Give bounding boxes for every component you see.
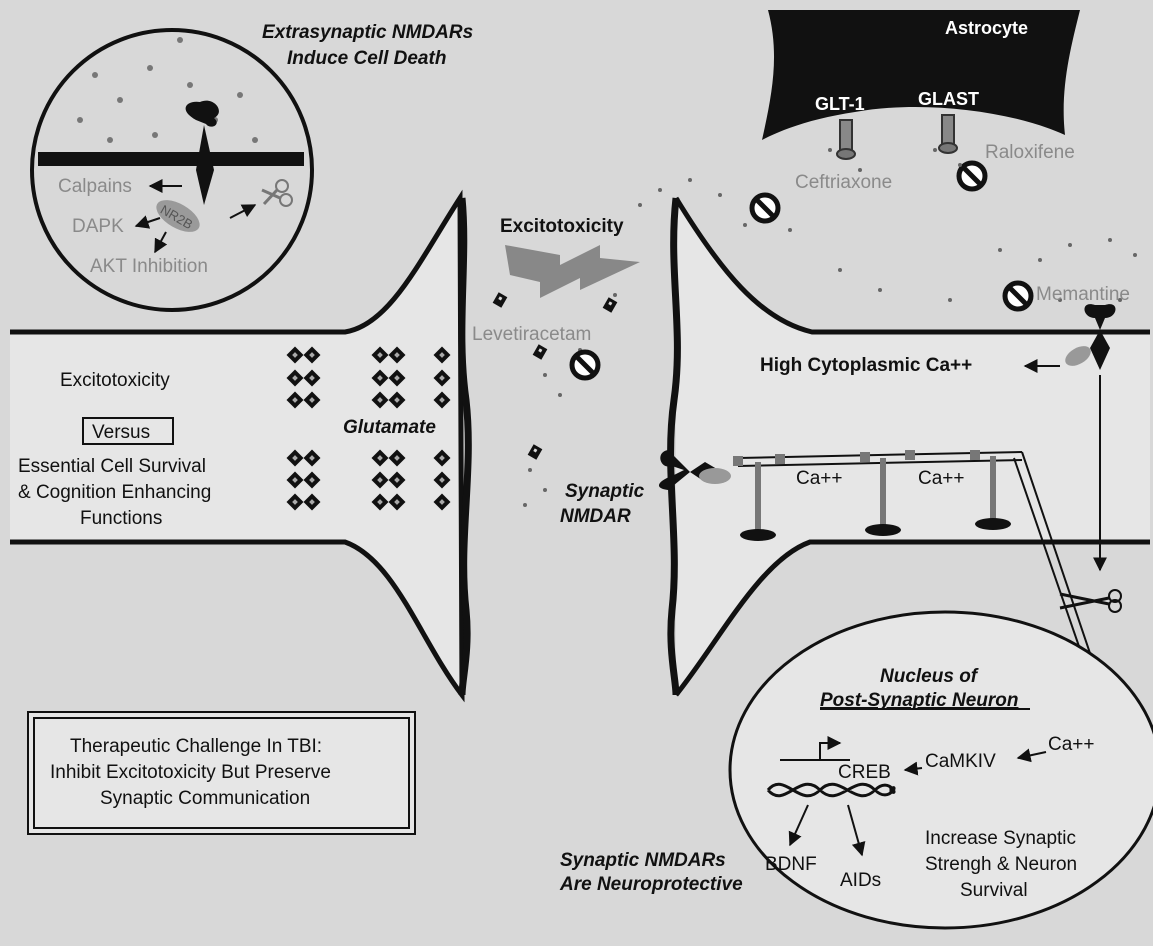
nucleus-title-line2: Post-Synaptic Neuron: [820, 690, 1018, 711]
increase-line2: Strengh & Neuron: [925, 854, 1077, 875]
levetiracetam-block-icon: [572, 352, 598, 378]
challenge-line2: Inhibit Excitotoxicity But Preserve: [50, 762, 331, 783]
ca-label-1: Ca++: [796, 468, 842, 489]
dapk-label: DAPK: [72, 216, 124, 237]
essential-line1: Essential Cell Survival: [18, 456, 206, 477]
challenge-line1: Therapeutic Challenge In TBI:: [70, 736, 322, 757]
glt1-transporter: [836, 119, 856, 160]
camkiv-label: CaMKIV: [925, 751, 996, 772]
versus-box: [82, 417, 174, 445]
essential-line2: & Cognition Enhancing: [18, 482, 211, 503]
nucleus: [728, 610, 1153, 930]
challenge-line3: Synaptic Communication: [100, 788, 310, 809]
raloxifene-block-icon: [959, 163, 985, 189]
glutamate-label: Glutamate: [343, 417, 436, 438]
ca-nucleus-label: Ca++: [1048, 734, 1094, 755]
glast-transporter: [938, 114, 958, 154]
nucleus-title-line1: Nucleus of: [880, 666, 979, 687]
presynaptic-membrane: [458, 197, 472, 696]
extrasynaptic-receptor-right: [1065, 304, 1116, 370]
extrasynaptic-title-line1: Extrasynaptic NMDARs: [262, 22, 473, 43]
increase-line3: Survival: [960, 880, 1028, 901]
lightning-bolt-icon: [505, 245, 640, 298]
postsynaptic-density: [667, 197, 681, 696]
postsynaptic-terminal: [676, 198, 1150, 695]
excitotoxicity-left-label: Excitotoxicity: [60, 370, 170, 391]
bdnf-label: BDNF: [765, 854, 817, 875]
high-cytoplasmic-ca-label: High Cytoplasmic Ca++: [760, 355, 972, 376]
postsynaptic-membrane-top: [673, 196, 1150, 335]
memantine-label: Memantine: [1036, 284, 1130, 305]
transcription-start-arrow: [819, 736, 842, 760]
extrasynaptic-title-line2: Induce Cell Death: [287, 48, 446, 69]
versus-label: Versus: [92, 422, 150, 443]
ceftriaxone-block-icon: [752, 195, 778, 221]
inset-scissors-icon: [261, 179, 293, 207]
synaptic-nmdar-receptor: [659, 450, 731, 490]
ceftriaxone-label: Ceftriaxone: [795, 172, 892, 193]
scissors-icon: [1059, 589, 1122, 613]
extrasynaptic-inset: NR2B: [30, 28, 314, 312]
akt-inhibition-label: AKT Inhibition: [90, 256, 208, 277]
memantine-block-icon: [1005, 283, 1031, 309]
essential-line3: Functions: [80, 508, 162, 529]
increase-line1: Increase Synaptic: [925, 828, 1076, 849]
excitotoxicity-center-label: Excitotoxicity: [500, 216, 624, 237]
glast-label: GLAST: [918, 89, 979, 109]
glutamate-dots: [523, 148, 1137, 507]
glt1-label: GLT-1: [815, 94, 865, 114]
challenge-box-inner: [33, 717, 410, 829]
calpains-label: Calpains: [58, 176, 132, 197]
neuroprotective-line2: Are Neuroprotective: [559, 874, 743, 895]
neuroprotective-line1: Synaptic NMDARs: [560, 850, 726, 871]
levetiracetam-label: Levetiracetam: [472, 324, 591, 345]
ca-label-2: Ca++: [918, 468, 964, 489]
astrocyte-body: [762, 10, 1080, 140]
nmdar-label: NMDAR: [560, 506, 631, 527]
astrocyte-label: Astrocyte: [945, 18, 1028, 38]
dna-helix-icon: [766, 782, 896, 798]
raloxifene-label: Raloxifene: [985, 142, 1075, 163]
aids-label: AIDs: [840, 870, 881, 891]
creb-label: CREB: [838, 762, 891, 783]
challenge-box-outer: [27, 711, 416, 835]
postsynaptic-membrane-bottom: [674, 539, 1150, 697]
synaptic-label: Synaptic: [565, 481, 645, 502]
